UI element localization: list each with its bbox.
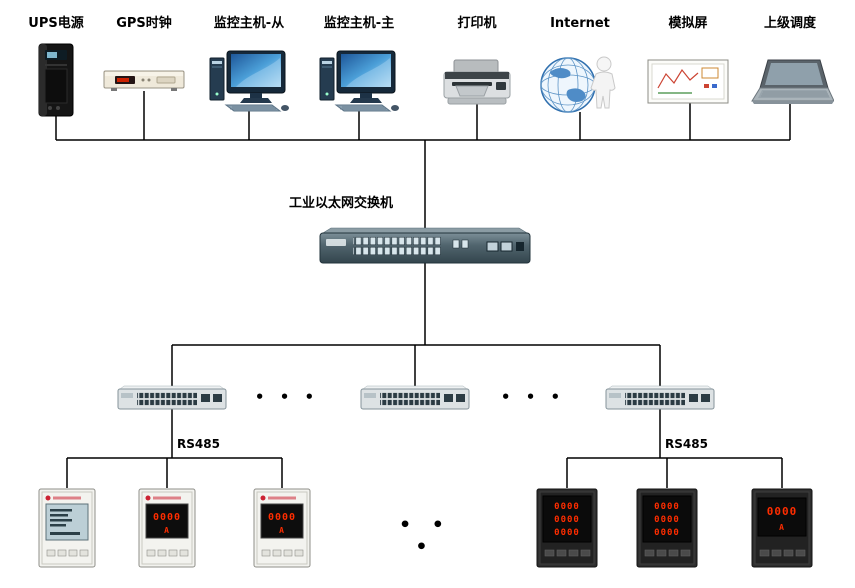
meter-display-value: 0000: [767, 505, 798, 518]
power-meter-multirow-icon: 0000 0000 0000: [536, 488, 598, 568]
laptop-icon: [751, 59, 834, 104]
meter-row-1: 0000: [654, 502, 680, 512]
device-label-dispatch: 上级调度: [763, 16, 816, 31]
small-switch-icon: [117, 385, 227, 410]
device-label-gps: GPS时钟: [116, 16, 172, 31]
device-switch-3: [605, 385, 715, 412]
workstation-icon: [319, 50, 399, 112]
meter-led-black: 0000 A: [751, 488, 813, 568]
meter-multirow-2: 0000 0000 0000: [636, 488, 698, 568]
power-meter-led-icon: 0000 A: [138, 488, 196, 568]
ups-icon: [38, 43, 74, 117]
device-gps-clock: GPS时钟: [100, 14, 188, 94]
power-meter-multirow-icon: 0000 0000 0000: [636, 488, 698, 568]
printer-icon: [443, 59, 511, 105]
device-dispatch-laptop: 上级调度: [746, 14, 834, 108]
device-label-host-master: 监控主机-主: [323, 16, 395, 31]
meter-multirow-1: 0000 0000 0000: [536, 488, 598, 568]
connection-line: [55, 91, 791, 488]
device-internet: Internet: [538, 14, 622, 114]
device-core-switch: [319, 226, 531, 268]
device-label-host-slave: 监控主机-从: [213, 16, 285, 31]
meter-row-3: 0000: [554, 528, 580, 538]
device-label-mimic-panel: 模拟屏: [668, 16, 708, 31]
small-switch-icon: [605, 385, 715, 410]
ethernet-switch-icon: [319, 227, 531, 264]
meter-led-white-1: 0000 A: [138, 488, 196, 568]
meter-display-value: 0000: [268, 512, 296, 523]
small-switch-icon: [360, 385, 470, 410]
gps-clock-icon: [103, 70, 185, 91]
mimic-panel-icon: [647, 59, 729, 104]
device-monitor-host-master: 监控主机-主: [316, 14, 402, 112]
workstation-icon: [209, 50, 289, 112]
device-monitor-host-slave: 监控主机-从: [206, 14, 292, 112]
meter-row-ellipsis: • • •: [399, 514, 451, 558]
meter-row-2: 0000: [554, 515, 580, 525]
device-switch-2: [360, 385, 470, 412]
switch-row-ellipsis-right: • • •: [500, 388, 566, 406]
meter-display-unit: A: [279, 526, 285, 535]
meter-lcd: [38, 488, 96, 568]
power-meter-lcd-icon: [38, 488, 96, 568]
meter-display-unit: A: [164, 526, 170, 535]
device-label-internet: Internet: [550, 16, 610, 31]
meter-display-value: 0000: [153, 512, 181, 523]
rs485-label-right: RS485: [665, 437, 708, 451]
device-printer: 打印机: [440, 14, 514, 110]
power-meter-led-icon: 0000 A: [253, 488, 311, 568]
device-switch-1: [117, 385, 227, 412]
core-switch-label: 工业以太网交换机: [289, 196, 394, 211]
rs485-label-left: RS485: [177, 437, 220, 451]
internet-globe-icon: [540, 56, 616, 113]
meter-row-1: 0000: [554, 502, 580, 512]
power-meter-led-icon: 0000 A: [751, 488, 813, 568]
device-label-printer: 打印机: [457, 16, 497, 31]
device-label-ups: UPS电源: [28, 16, 84, 31]
device-ups: UPS电源: [26, 14, 86, 120]
meter-row-2: 0000: [654, 515, 680, 525]
meter-display-unit: A: [779, 523, 785, 532]
switch-row-ellipsis-left: • • •: [254, 388, 320, 406]
device-mimic-panel: 模拟屏: [646, 14, 730, 106]
meter-led-white-2: 0000 A: [253, 488, 311, 568]
meter-row-3: 0000: [654, 528, 680, 538]
